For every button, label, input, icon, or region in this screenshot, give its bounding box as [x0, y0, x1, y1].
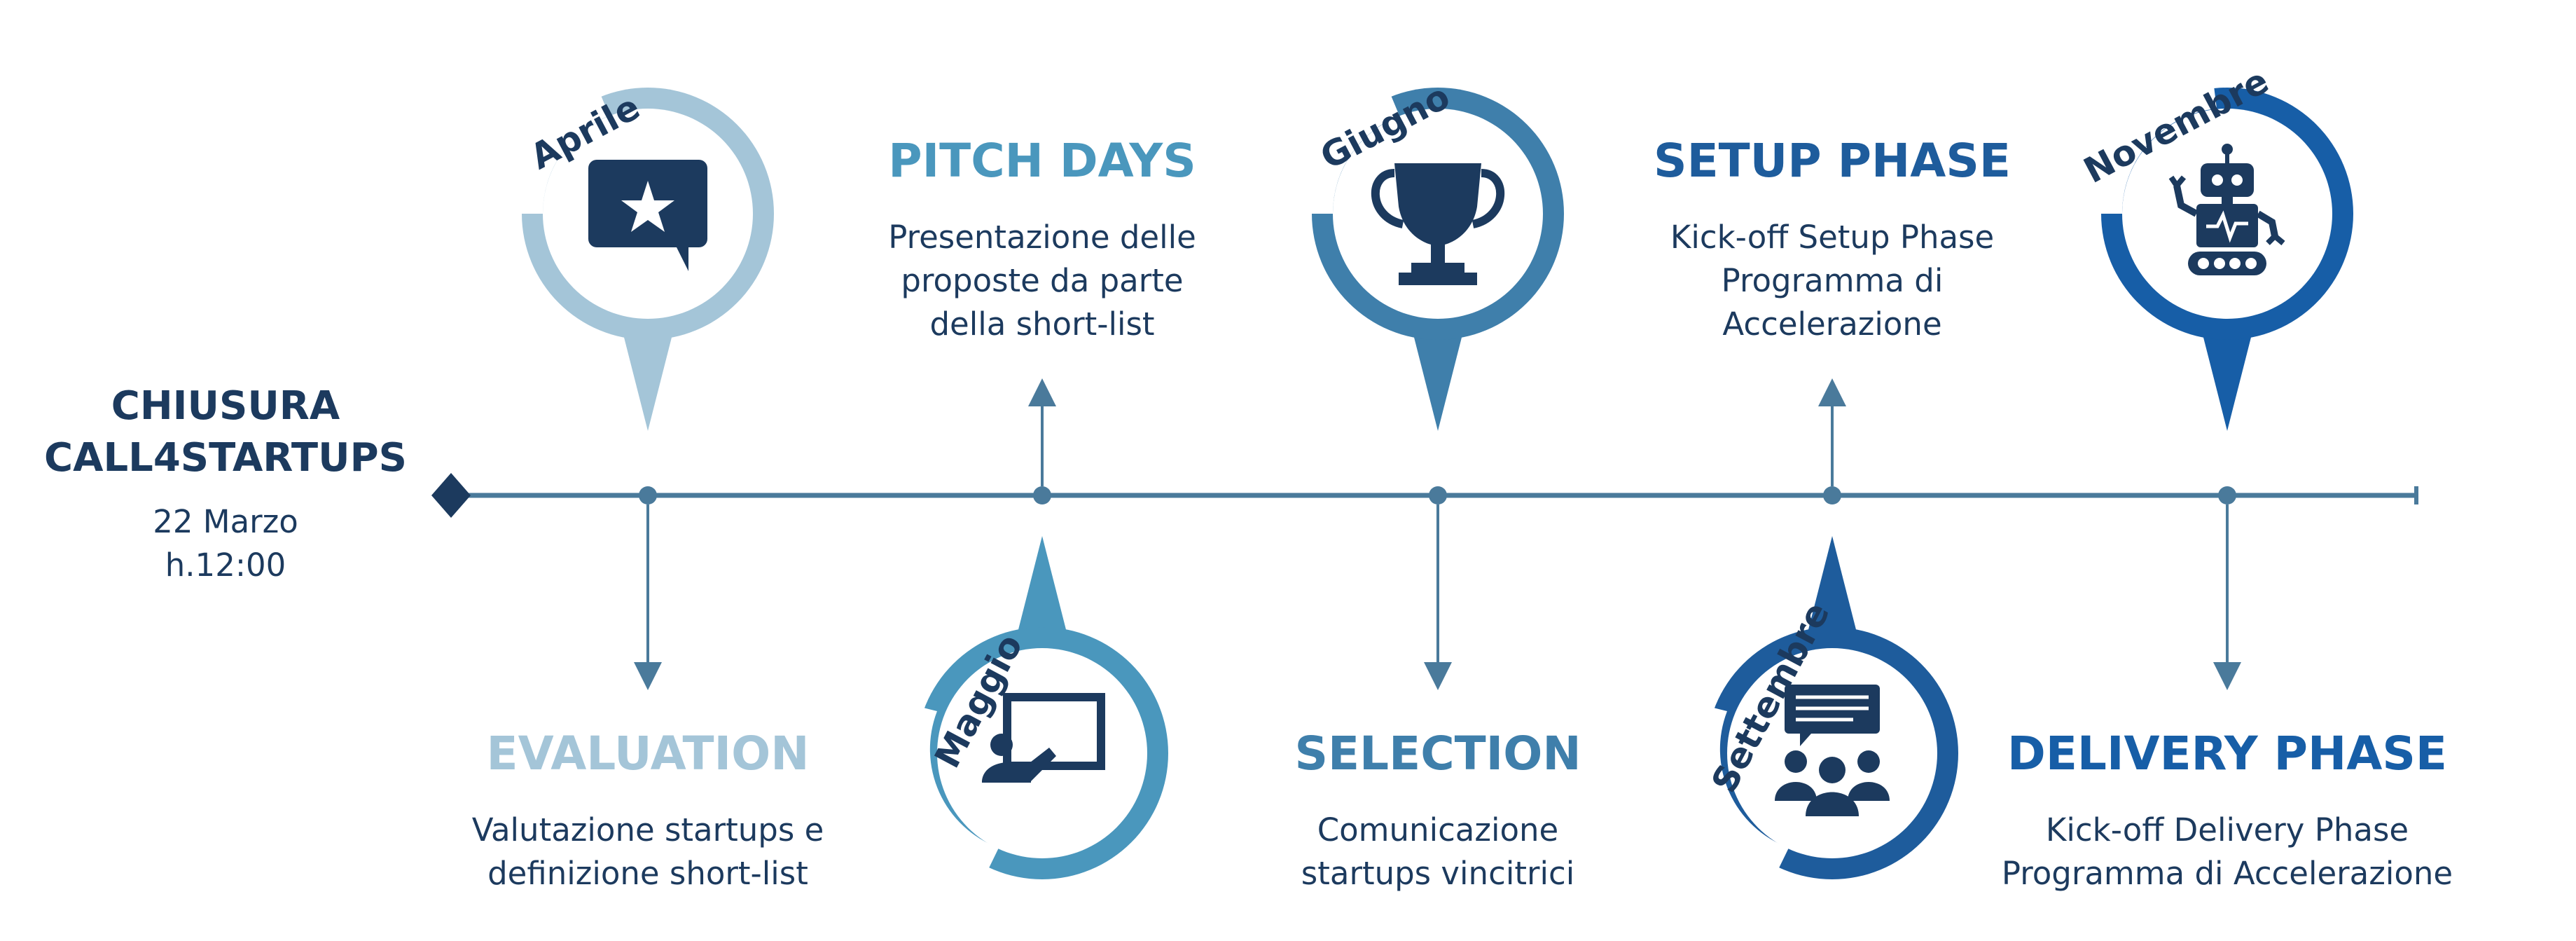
phase-delivery: DELIVERY PHASE Kick-off Delivery Phase P… — [2002, 727, 2453, 892]
timeline-node-delivery-phase — [2218, 486, 2236, 504]
phase-title-delivery: DELIVERY PHASE — [2007, 727, 2447, 781]
group-chat-icon — [1775, 685, 1890, 816]
start-diamond-marker — [431, 473, 471, 518]
phase-selection: SELECTION Comunicazione startups vincitr… — [1294, 727, 1581, 892]
timeline-node-selection — [1429, 486, 1447, 504]
phase-desc-selection-line2: startups vincitrici — [1301, 855, 1574, 892]
phase-desc-delivery-line2: Programma di Accelerazione — [2002, 855, 2453, 892]
phase-title-evaluation: EVALUATION — [487, 727, 810, 781]
pin-settembre: Settembre — [1691, 536, 1958, 879]
start-date: 22 Marzo — [153, 503, 298, 540]
phase-desc-delivery-line1: Kick-off Delivery Phase — [2046, 811, 2409, 849]
phase-desc-selection-line1: Comunicazione — [1317, 811, 1559, 849]
pin-face — [1727, 648, 1937, 858]
phase-desc-pitch-days-line3: della short-list — [929, 305, 1154, 343]
pin-novembre: Novembre — [2077, 60, 2353, 431]
pin-maggio: Maggio — [901, 536, 1168, 879]
start-title-line1: CHIUSURA — [111, 383, 340, 429]
phase-desc-setup-line1: Kick-off Setup Phase — [1670, 219, 1994, 256]
presentation-board-icon — [982, 693, 1105, 783]
phase-setup: SETUP PHASE Kick-off Setup Phase Program… — [1654, 134, 2011, 343]
timeline-node-pitch-days — [1033, 486, 1051, 504]
phase-title-setup: SETUP PHASE — [1654, 134, 2011, 188]
phase-desc-setup-line3: Accelerazione — [1722, 305, 1941, 343]
timeline-node-evaluation — [639, 486, 657, 504]
timeline-axis — [431, 378, 2418, 690]
start-time: h.12:00 — [165, 547, 286, 584]
phase-pitch-days: PITCH DAYS Presentazione delle proposte … — [888, 134, 1196, 343]
phase-desc-pitch-days-line2: proposte da parte — [901, 262, 1183, 299]
pin-gap — [901, 704, 999, 874]
phase-desc-pitch-days-line1: Presentazione delle — [888, 219, 1196, 256]
timeline-node-setup-phase — [1823, 486, 1841, 504]
pin-gap — [1691, 704, 1789, 874]
pin-aprile: Aprile — [515, 87, 774, 431]
chat-star-icon — [588, 160, 707, 271]
start-block: CHIUSURA CALL4STARTUPS 22 Marzo h.12:00 — [44, 383, 407, 584]
phase-desc-evaluation-line2: definizione short-list — [487, 855, 808, 892]
pin-gap — [515, 90, 609, 214]
pin-gap — [1305, 90, 1399, 214]
pin-gap — [2093, 81, 2217, 214]
pin-giugno: Giugno — [1305, 76, 1564, 431]
phase-desc-evaluation-line1: Valutazione startups e — [472, 811, 824, 849]
start-title-line2: CALL4STARTUPS — [44, 435, 407, 481]
trophy-icon — [1371, 163, 1505, 285]
phase-title-selection: SELECTION — [1294, 727, 1581, 781]
phase-evaluation: EVALUATION Valutazione startups e defini… — [472, 727, 824, 892]
phase-title-pitch-days: PITCH DAYS — [888, 134, 1196, 188]
robot-icon — [2168, 144, 2285, 275]
phase-desc-setup-line2: Programma di — [1722, 262, 1944, 299]
